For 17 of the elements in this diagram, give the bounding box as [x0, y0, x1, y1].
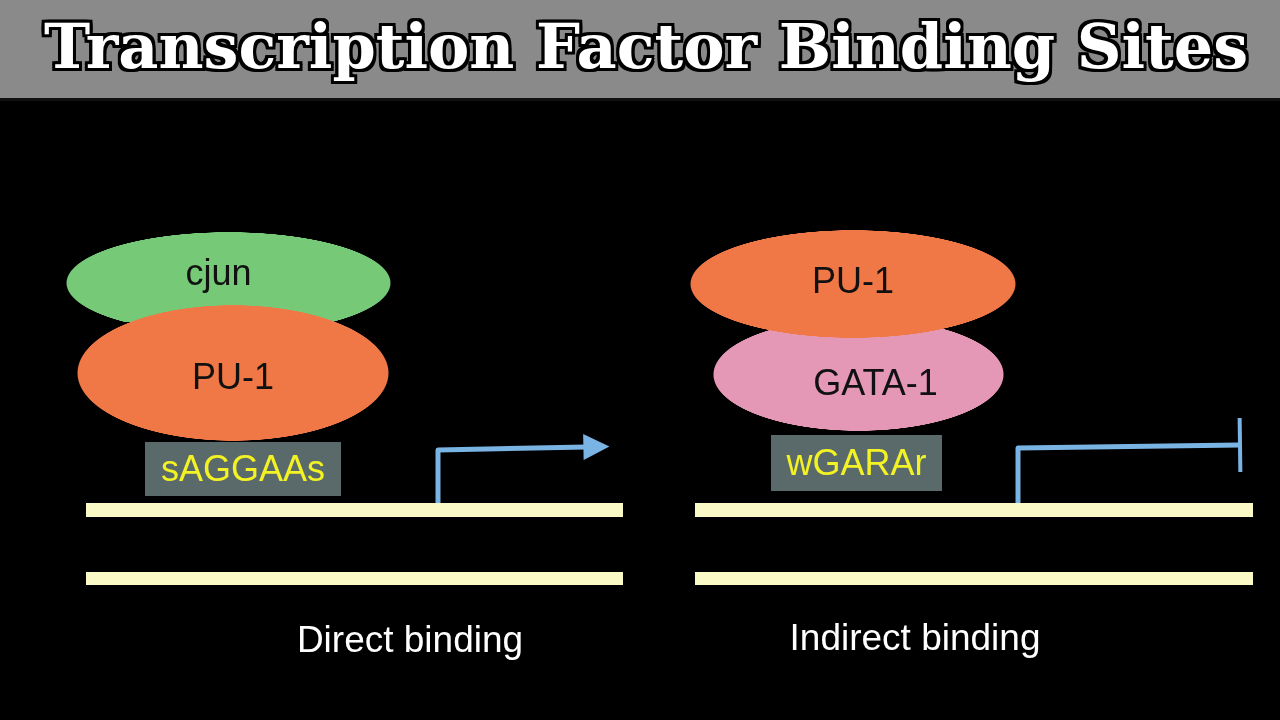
protein-name: PU-1	[812, 261, 894, 301]
dna-strand	[695, 503, 1253, 517]
protein-name: GATA-1	[813, 363, 938, 403]
caption: Indirect binding	[789, 617, 1041, 660]
sequence-label: wGARAr	[786, 443, 927, 483]
dna-strand	[695, 572, 1253, 585]
bent-arrow	[435, 434, 610, 503]
protein-name: cjun	[185, 253, 252, 293]
binding-site-box	[771, 435, 942, 491]
dna-strand	[86, 572, 623, 585]
protein-name: PU-1	[192, 357, 274, 397]
dna-strand	[86, 503, 623, 517]
caption: Direct binding	[296, 619, 524, 662]
title: Transcription Factor Binding Sites	[44, 10, 1249, 85]
binding-site-box	[145, 442, 341, 496]
bent-line-bar-end	[1015, 418, 1243, 503]
sequence-label: sAGGAAs	[160, 449, 325, 489]
